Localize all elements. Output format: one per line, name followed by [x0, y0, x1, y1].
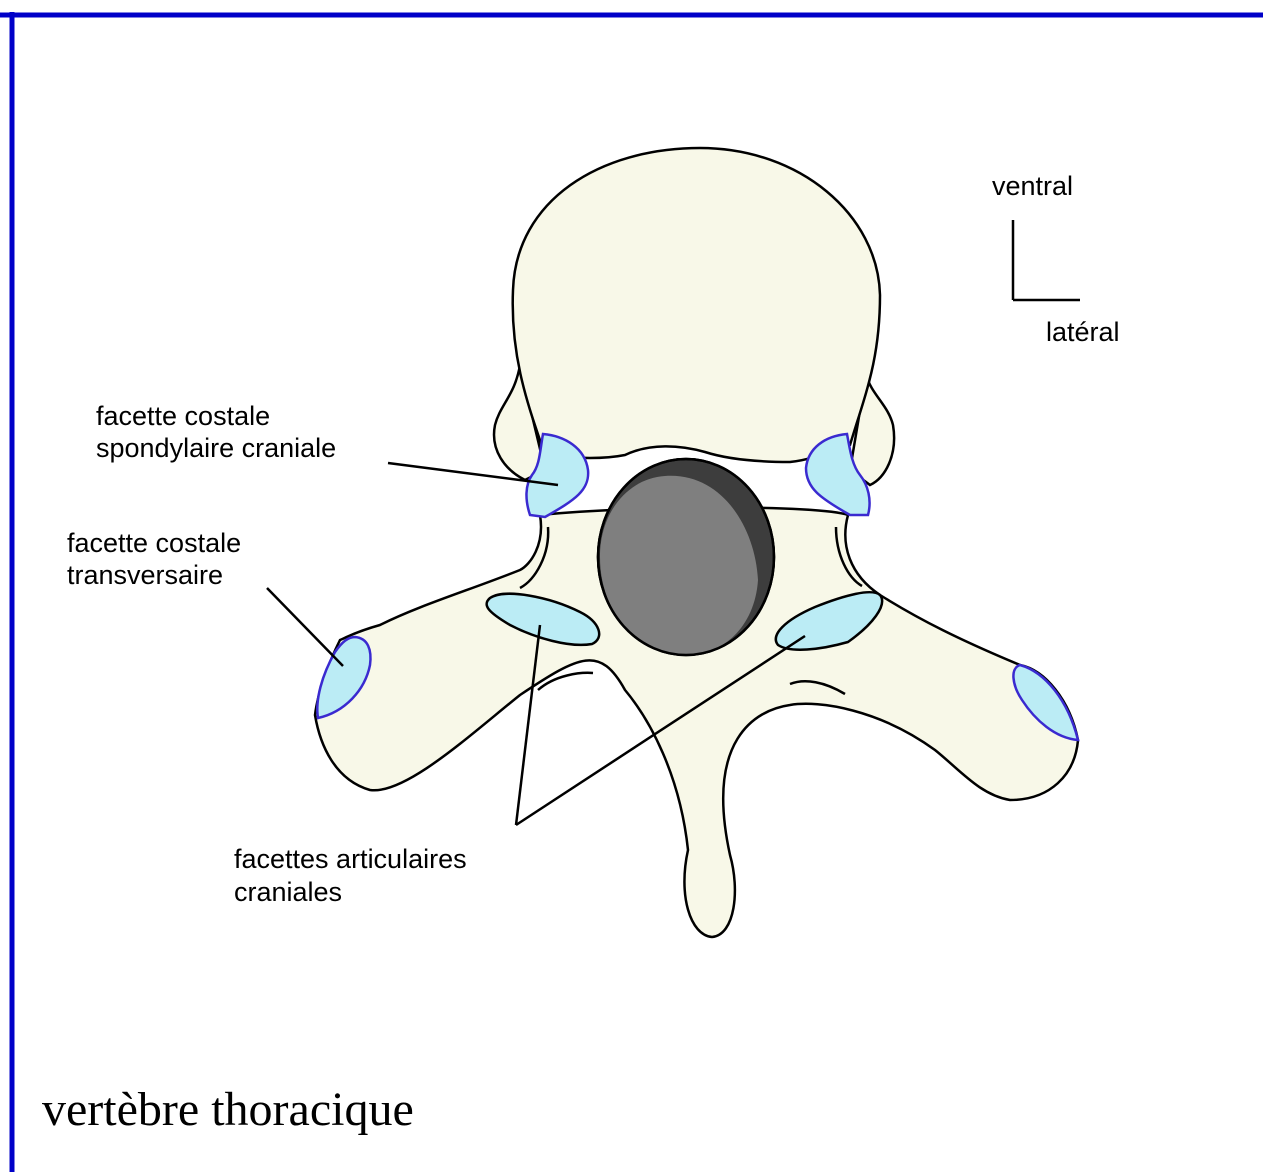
label-costal-spondylar-line2: spondylaire craniale — [96, 432, 336, 464]
leader-costal-transverse — [267, 588, 343, 666]
orientation-lateral-label: latéral — [1046, 316, 1120, 348]
label-costal-transverse-line2: transversaire — [67, 559, 223, 591]
label-costal-spondylar-line1: facette costale — [96, 400, 270, 432]
diagram-title: vertèbre thoracique — [42, 1083, 414, 1137]
orientation-ventral-label: ventral — [992, 170, 1073, 202]
label-costal-transverse-line1: facette costale — [67, 527, 241, 559]
vertebral-body — [513, 148, 880, 462]
vertebral-canal — [598, 459, 774, 655]
label-articular-cranial-line1: facettes articulaires — [234, 843, 467, 875]
orientation-axes — [1013, 220, 1080, 300]
label-articular-cranial-line2: craniales — [234, 876, 342, 908]
